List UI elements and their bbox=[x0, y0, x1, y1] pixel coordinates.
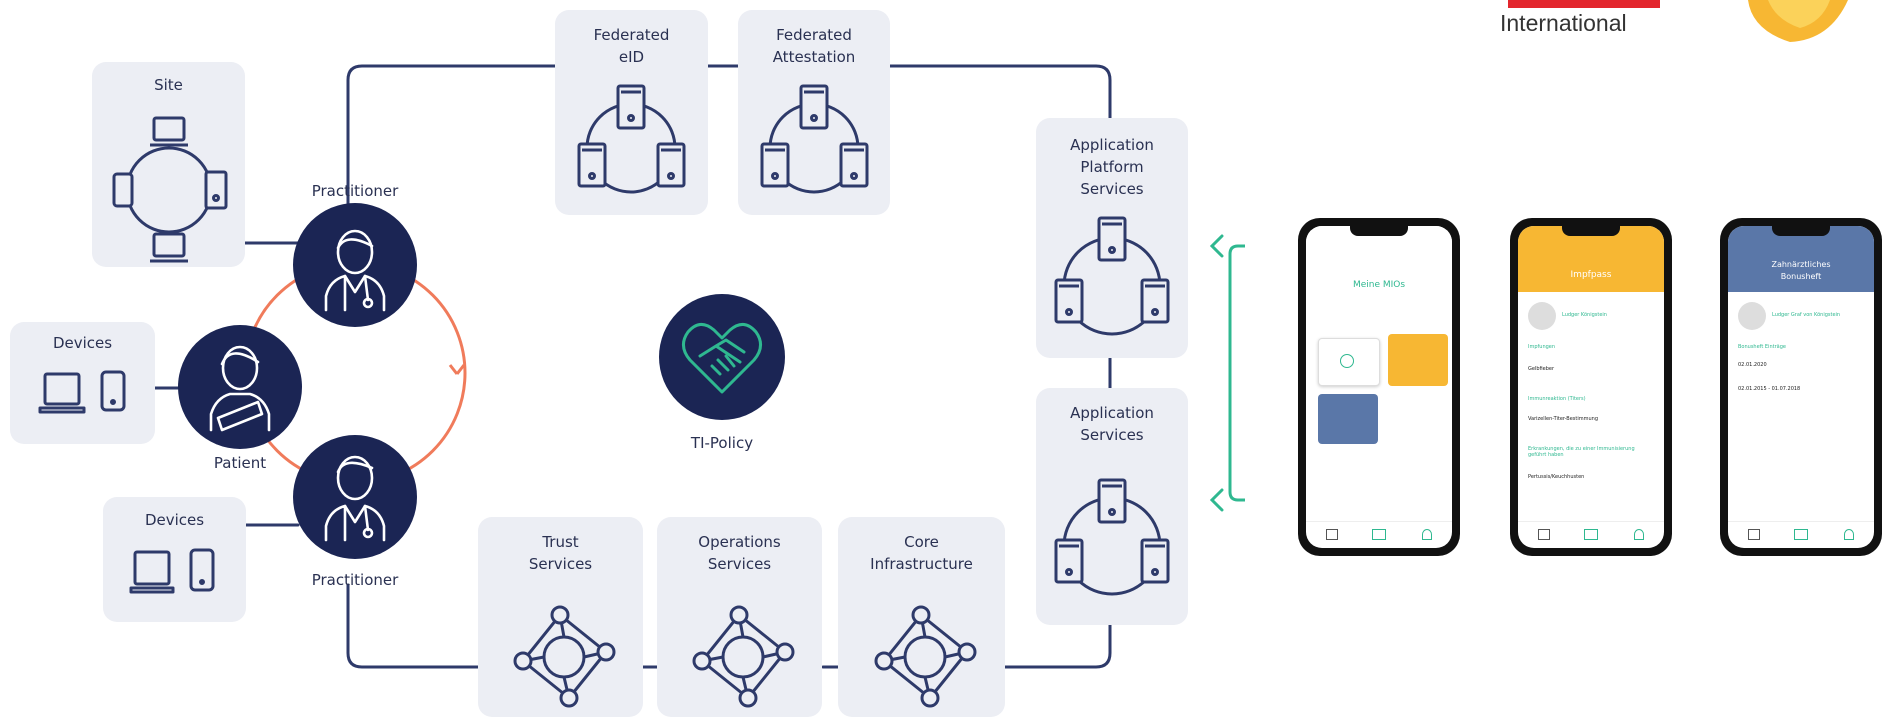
user-name: Ludger Graf von Königstein bbox=[1772, 312, 1841, 318]
screen-title-2: Bonusheft bbox=[1780, 272, 1822, 281]
screen-title-1: Zahnärztliches bbox=[1771, 260, 1831, 269]
avatar bbox=[1738, 302, 1766, 330]
list-item[interactable]: Varizellen-Titer-Bestimmung bbox=[1528, 416, 1599, 422]
list-item[interactable]: 02.01.2015 - 01.07.2018 bbox=[1738, 386, 1801, 392]
server-cluster-icon bbox=[760, 84, 869, 194]
home-icon[interactable] bbox=[1326, 529, 1338, 540]
screen-header bbox=[1518, 226, 1664, 292]
section-label: Immunreaktion (Titers) bbox=[1528, 396, 1586, 402]
federated-eid-label-2: eID bbox=[618, 48, 645, 66]
phone-meine-mios: Meine MIOs bbox=[1298, 218, 1460, 556]
bottom-nav bbox=[1518, 521, 1664, 548]
user-name: Ludger Königstein bbox=[1562, 312, 1607, 318]
app-platform-label-3: Services bbox=[1080, 180, 1144, 198]
brand-logo: International bbox=[1500, 0, 1700, 40]
ti-policy-label: TI-Policy bbox=[690, 434, 754, 452]
practitioner-bottom-label: Practitioner bbox=[311, 571, 399, 589]
folder-yellow[interactable] bbox=[1388, 334, 1448, 386]
profile-icon[interactable] bbox=[1422, 529, 1432, 540]
federated-eid-card: Federated eID bbox=[555, 10, 708, 215]
trust-services-card: Trust Services bbox=[478, 517, 643, 717]
notch bbox=[1350, 226, 1408, 236]
site-card: Site bbox=[92, 62, 245, 267]
practitioner-top-label: Practitioner bbox=[311, 182, 399, 200]
book-icon[interactable] bbox=[1372, 529, 1386, 540]
site-label: Site bbox=[154, 76, 183, 94]
screen-header bbox=[1728, 226, 1874, 292]
network-node-icon bbox=[692, 605, 795, 708]
logo-text: International bbox=[1500, 10, 1627, 36]
section-label: Impfungen bbox=[1528, 344, 1556, 350]
core-infrastructure-card: Core Infrastructure bbox=[838, 517, 1005, 717]
application-services-card: Application Services bbox=[1036, 388, 1188, 625]
bottom-nav bbox=[1306, 521, 1452, 548]
server-cluster-icon bbox=[1054, 216, 1170, 336]
notch bbox=[1772, 226, 1830, 236]
profile-icon[interactable] bbox=[1844, 529, 1854, 540]
section-label: Erkrankungen, die zu einer Immunisierung… bbox=[1528, 446, 1635, 458]
phone-bonusheft: Zahnärztliches Bonusheft Ludger Graf von… bbox=[1720, 218, 1882, 556]
trust-label-2: Services bbox=[528, 555, 593, 573]
patient-label: Patient bbox=[213, 454, 267, 472]
phone-screen: Meine MIOs bbox=[1306, 226, 1452, 548]
section-label: Bonusheft Einträge bbox=[1738, 344, 1786, 350]
devices-icons bbox=[38, 370, 126, 414]
home-icon[interactable] bbox=[1748, 529, 1760, 540]
devices-bottom-card: Devices bbox=[103, 497, 246, 622]
federated-attestation-card: Federated Attestation bbox=[738, 10, 890, 215]
screen-title: Meine MIOs bbox=[1352, 280, 1406, 290]
profile-icon[interactable] bbox=[1634, 529, 1644, 540]
application-platform-services-card: Application Platform Services bbox=[1036, 118, 1188, 358]
bottom-nav bbox=[1728, 521, 1874, 548]
home-icon[interactable] bbox=[1538, 529, 1550, 540]
list-item[interactable]: Pertussis/Keuchhusten bbox=[1528, 474, 1585, 480]
operations-label-2: Services bbox=[707, 555, 772, 573]
devices-bottom-label: Devices bbox=[144, 511, 205, 529]
phone-screen: Impfpass Ludger Königstein Impfungen Gel… bbox=[1518, 226, 1664, 548]
phone-impfpass: Impfpass Ludger Königstein Impfungen Gel… bbox=[1510, 218, 1672, 556]
app-services-label-2: Services bbox=[1080, 426, 1144, 444]
devices-icons bbox=[129, 548, 215, 594]
app-platform-label-1: Application bbox=[1070, 136, 1154, 154]
book-icon[interactable] bbox=[1794, 529, 1808, 540]
list-item[interactable]: Gelbfieber bbox=[1528, 366, 1555, 372]
folder-blue[interactable] bbox=[1318, 394, 1378, 444]
notch bbox=[1562, 226, 1620, 236]
operations-services-card: Operations Services bbox=[657, 517, 822, 717]
core-label-2: Infrastructure bbox=[870, 555, 973, 573]
operations-label-1: Operations bbox=[698, 533, 781, 551]
federated-eid-label-1: Federated bbox=[593, 26, 670, 44]
federated-attestation-label-1: Federated bbox=[776, 26, 852, 44]
core-label-1: Core bbox=[904, 533, 939, 551]
avatar bbox=[1528, 302, 1556, 330]
network-node-icon bbox=[874, 605, 977, 708]
network-node-icon bbox=[513, 605, 616, 708]
phone-screen: Zahnärztliches Bonusheft Ludger Graf von… bbox=[1728, 226, 1874, 548]
logo-red-mark bbox=[1508, 0, 1660, 8]
add-circle-icon[interactable] bbox=[1340, 354, 1354, 368]
devices-top-card: Devices bbox=[10, 322, 155, 444]
devices-top-label: Devices bbox=[52, 334, 113, 352]
app-platform-label-2: Platform bbox=[1080, 158, 1144, 176]
book-icon[interactable] bbox=[1584, 529, 1598, 540]
server-cluster-icon bbox=[1054, 478, 1170, 596]
trust-label-1: Trust bbox=[542, 533, 579, 551]
federated-attestation-label-2: Attestation bbox=[772, 48, 856, 66]
server-cluster-icon bbox=[577, 84, 686, 194]
site-network-icon bbox=[112, 116, 228, 263]
screen-title: Impfpass bbox=[1570, 270, 1612, 280]
list-item[interactable]: 02.01.2020 bbox=[1738, 362, 1767, 368]
app-services-label-1: Application bbox=[1070, 404, 1154, 422]
